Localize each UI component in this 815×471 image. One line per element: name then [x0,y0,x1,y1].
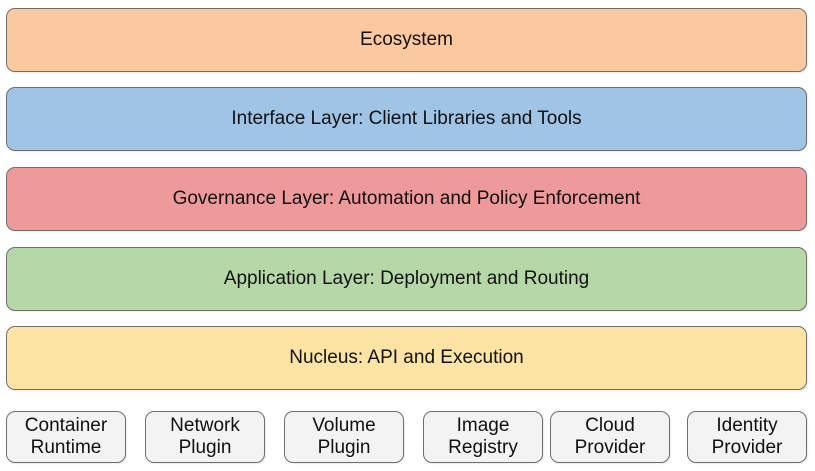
plugin-label-line1: Container [24,415,108,436]
plugin-label-line2: Runtime [30,437,102,458]
layer-ecosystem: Ecosystem [6,8,807,72]
plugin-row: Container Runtime Network Plugin Volume … [6,411,807,463]
plugin-label-line2: Plugin [178,437,232,458]
plugin-label-line1: Network [170,415,240,436]
plugin-label-line2: Provider [711,437,783,458]
plugin-volume-plugin: Volume Plugin [284,411,404,463]
plugin-label-line2: Registry [448,437,518,458]
plugin-label-line1: Cloud [585,415,635,436]
plugin-label-line2: Plugin [317,437,371,458]
layer-nucleus: Nucleus: API and Execution [6,326,807,390]
layer-application: Application Layer: Deployment and Routin… [6,247,807,311]
layer-governance: Governance Layer: Automation and Policy … [6,167,807,231]
plugin-container-runtime: Container Runtime [6,411,126,463]
plugin-label-line1: Volume [312,415,376,436]
plugin-label-line1: Identity [716,415,778,436]
plugin-label-line2: Provider [574,437,646,458]
plugin-image-registry: Image Registry [423,411,543,463]
plugin-identity-provider: Identity Provider [687,411,807,463]
plugin-network-plugin: Network Plugin [145,411,265,463]
plugin-label-line1: Image [456,415,510,436]
plugin-cloud-provider: Cloud Provider [550,411,670,463]
layer-interface: Interface Layer: Client Libraries and To… [6,87,807,151]
